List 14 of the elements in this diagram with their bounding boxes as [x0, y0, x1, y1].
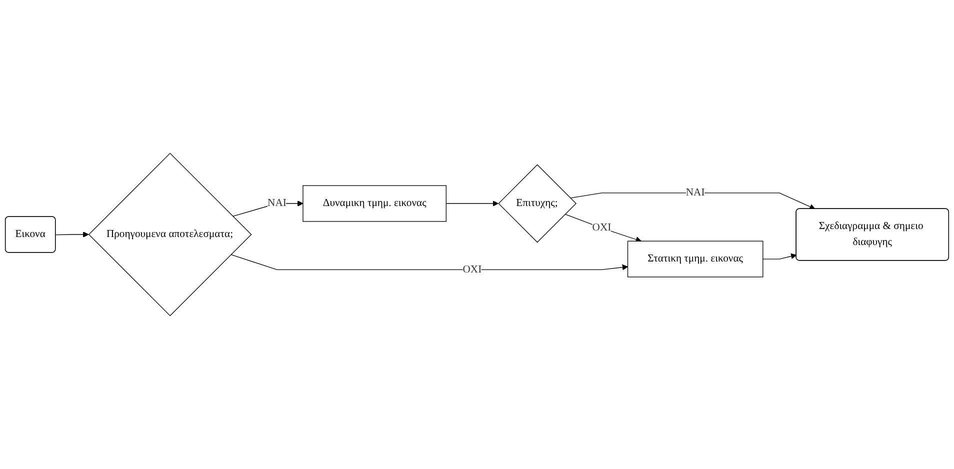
edge-label: ΟΧΙ [462, 264, 482, 275]
arrow [446, 200, 498, 206]
arrow [570, 192, 816, 210]
node-diamond: Προηγουμενα αποτελεσματα; [88, 152, 252, 316]
edge-label: ΟΧΙ [592, 222, 612, 234]
arrow [762, 253, 797, 260]
node-diamond: Επιτυχης; [498, 164, 577, 243]
arrow [564, 214, 642, 242]
edge-label: ΝΑΙ [268, 198, 286, 209]
node-box: Στατικη τμημ. εικονας [627, 240, 764, 278]
arrow [55, 232, 89, 238]
node-box: Δυναμικη τμημ. εικονας [302, 185, 446, 222]
arrow [230, 254, 628, 270]
edge-label: ΝΑΙ [686, 186, 705, 198]
